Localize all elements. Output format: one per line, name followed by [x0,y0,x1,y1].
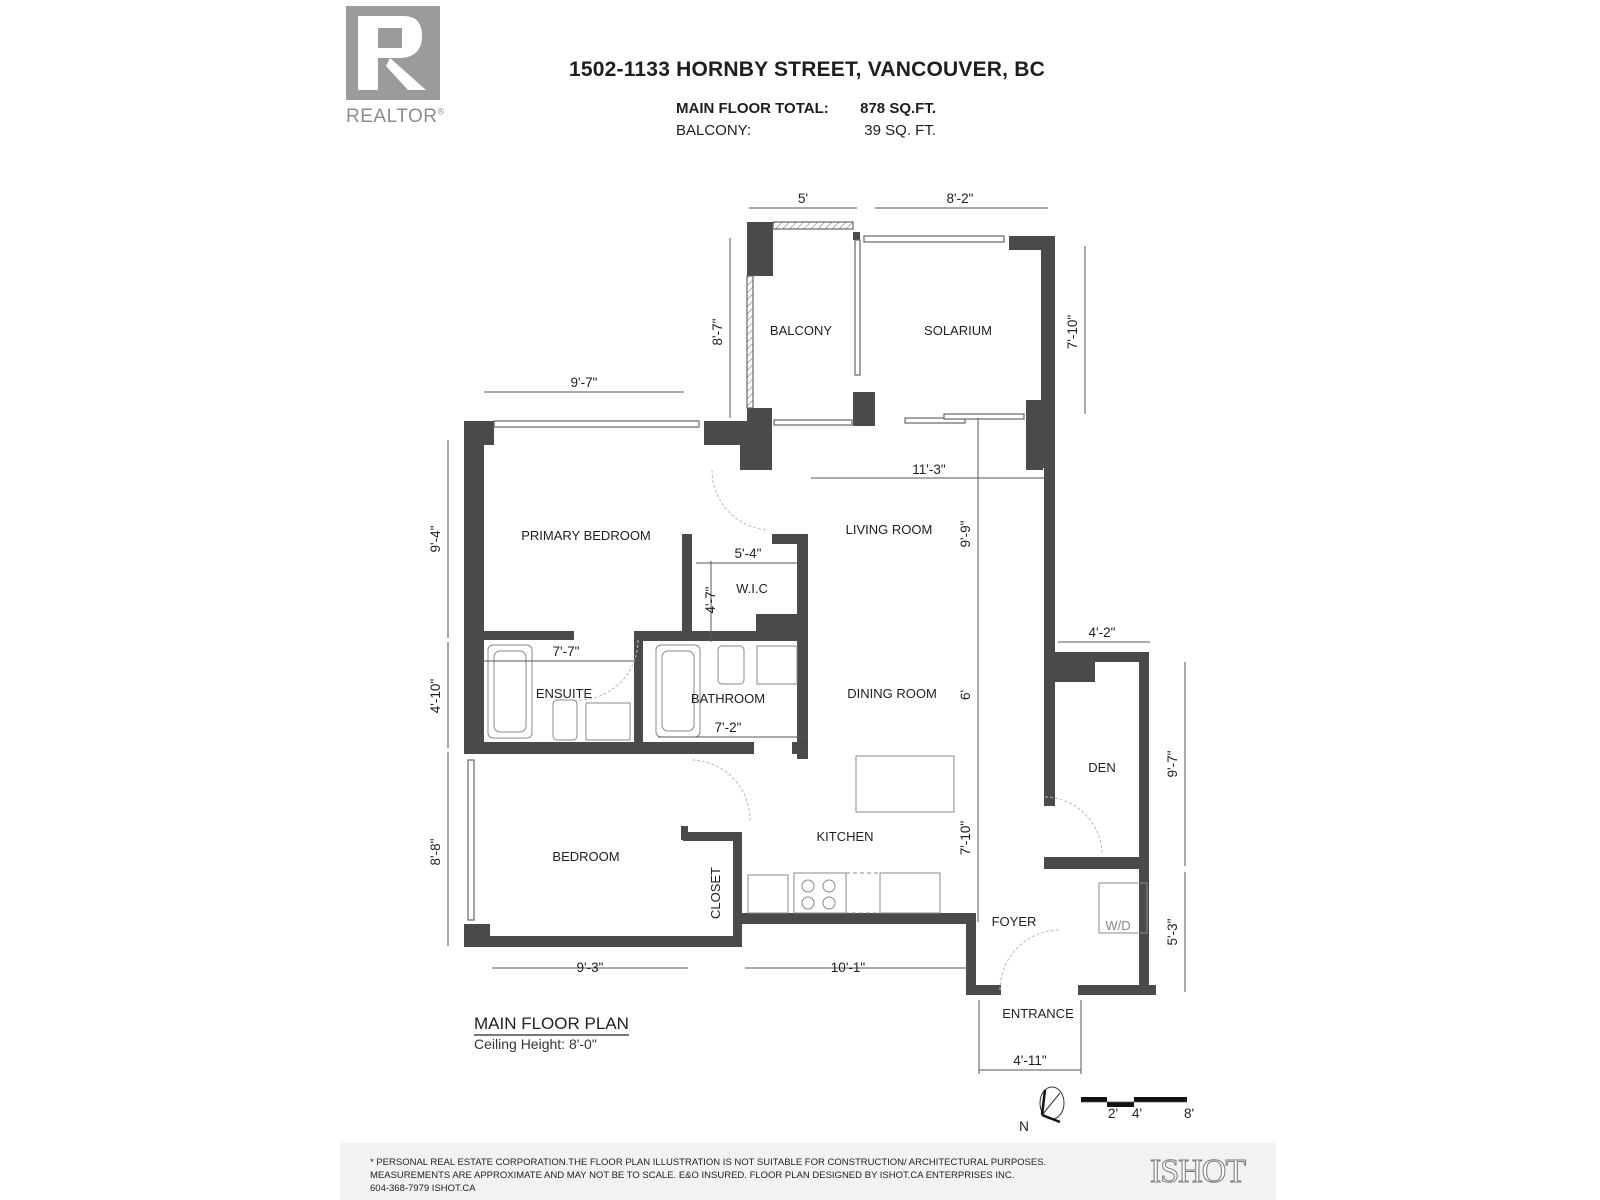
scale-tick: 2' [1108,1106,1118,1121]
sink [879,872,941,914]
dim-bedroom-width: 9'-3" [577,960,604,975]
scale-bar [1081,1097,1187,1107]
dim-primary-width: 9'-7" [571,375,598,390]
room-label-living-room: LIVING ROOM [846,522,933,537]
bathroom-vanity [756,645,798,685]
dim-balcony-depth: 8'-7" [710,318,725,345]
dim-ensuite-width: 7'-7" [553,644,580,659]
counter [747,874,789,914]
area-label: BALCONY: [676,122,752,139]
bathroom-toilet [717,645,745,685]
room-label-wic: W.I.C [736,581,768,596]
realtor-logo: REALTOR® [346,6,445,132]
footer: * PERSONAL REAL ESTATE CORPORATION.THE F… [340,1143,1276,1200]
washer-dryer [1098,882,1148,934]
area-value: 878 SQ.FT. [860,100,936,117]
dim-living-depth: 9'-9" [958,520,973,547]
area-label: MAIN FLOOR TOTAL: [676,100,829,117]
dim-laundry-depth: 5'-3" [1165,918,1180,945]
room-label-closet: CLOSET [708,867,723,919]
dim-dining-depth: 6' [958,690,973,700]
room-label-primary-bedroom: PRIMARY BEDROOM [521,528,651,543]
dim-living-width: 11'-3" [912,462,946,477]
dim-kitchen-depth: 7'-10" [958,821,973,856]
dim-kitchen-width: 10'-1" [831,960,866,975]
ceiling-height: Ceiling Height: 8'-0" [474,1036,597,1052]
room-label-balcony: BALCONY [770,323,832,338]
room-label-entrance: ENTRANCE [1002,1006,1074,1021]
main-floor-total-row: MAIN FLOOR TOTAL: 878 SQ.FT. [676,100,936,122]
ensuite-vanity [585,702,631,741]
balcony-area-row: BALCONY: 39 SQ. FT. [676,122,936,144]
room-label-ensuite: ENSUITE [536,686,593,701]
disclaimer-line: MEASUREMENTS ARE APPROXIMATE AND MAY NOT… [370,1170,1015,1181]
dim-primary-depth: 9'-4" [428,525,443,552]
scale-tick: 4' [1132,1106,1142,1121]
disclaimer-line: * PERSONAL REAL ESTATE CORPORATION.THE F… [370,1157,1047,1168]
room-label-bedroom: BEDROOM [552,849,619,864]
kitchen-island [855,755,955,813]
disclaimer: * PERSONAL REAL ESTATE CORPORATION.THE F… [370,1156,1070,1195]
dim-wic-width: 5'-4" [735,546,762,561]
dim-wic-depth: 4'-7" [703,586,718,613]
room-label-solarium: SOLARIUM [924,323,992,338]
ensuite-toilet [552,699,578,741]
dim-den-width: 4'-2" [1089,625,1116,640]
ishot-logo: ISHOT [1149,1153,1246,1191]
room-label-foyer: FOYER [992,914,1037,929]
north-label: N [1019,1119,1029,1134]
realtor-wordmark: REALTOR® [346,106,445,127]
door-swings [573,469,1103,991]
area-summary: MAIN FLOOR TOTAL: 878 SQ.FT. BALCONY: 39… [676,100,936,144]
room-label-dining-room: DINING ROOM [847,686,937,701]
room-label-bathroom: BATHROOM [691,691,765,706]
realtor-r-icon [346,6,440,100]
area-value: 39 SQ. FT. [864,122,936,139]
dim-entrance-width: 4'-11" [1013,1053,1047,1068]
north-arrow-icon [1039,1086,1065,1124]
property-address: 1502-1133 HORNBY STREET, VANCOUVER, BC [569,58,1045,81]
ensuite-tub [487,644,533,739]
dishwasher [845,872,881,914]
dim-den-depth: 9'-7" [1165,750,1180,777]
dim-solarium-depth: 7'-10" [1065,315,1080,350]
dim-bedroom-depth: 8'-8" [428,838,443,865]
dim-bathroom-width: 7'-2" [715,720,742,735]
dim-balcony-width: 5' [798,191,808,206]
walls [464,222,1156,995]
room-label-wd: W/D [1105,918,1130,933]
room-label-kitchen: KITCHEN [816,829,873,844]
contact-info: 604-368-7979 ISHOT.CA [370,1183,476,1194]
plan-title: MAIN FLOOR PLAN [474,1014,629,1036]
dim-solarium-width: 8'-2" [947,191,974,206]
room-label-den: DEN [1088,760,1115,775]
scale-tick: 8' [1184,1106,1194,1121]
range-icon [793,872,847,914]
dim-ensuite-depth: 4'-10" [428,679,443,714]
dimension-lines [447,207,1186,1074]
windows [467,221,1025,921]
